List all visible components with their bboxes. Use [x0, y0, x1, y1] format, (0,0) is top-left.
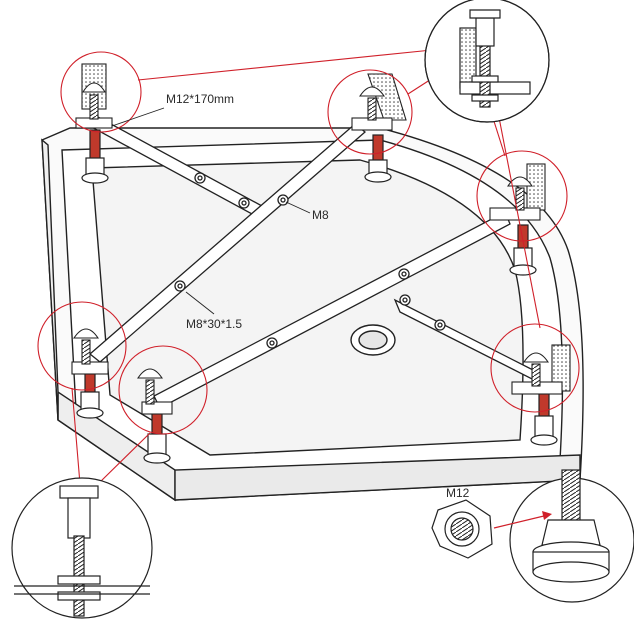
label-m8: M8: [312, 208, 329, 222]
bracket-front-right: [511, 344, 571, 395]
nut-arrow: [493, 511, 552, 529]
bracket-back-center: [351, 73, 407, 131]
brackets: [71, 63, 571, 415]
callout-circle-front-center: [118, 345, 208, 435]
bracket-front-left: [71, 328, 109, 375]
labels: M12*170mm M8 M8*30*1.5 M12: [111, 92, 470, 500]
label-m12-170mm: M12*170mm: [166, 92, 234, 106]
shower-tray: [41, 127, 584, 502]
label-m12-nut: M12: [446, 486, 470, 500]
label-m8-30-1-5: M8*30*1.5: [186, 317, 242, 331]
callout-circle-back-center: [327, 69, 413, 155]
detail-foot-bottom: [509, 469, 634, 603]
callout-circle-front-right: [490, 323, 580, 413]
callout-circle-back-left: [60, 51, 142, 133]
detail-bolt-bottom: [11, 477, 153, 619]
m12-nut: [431, 499, 493, 559]
callout-circle-right: [476, 150, 568, 242]
bar-bolts: [174, 172, 446, 349]
callout-circle-front-left: [37, 301, 127, 391]
support-frame: [86, 116, 542, 409]
leg-front-center: [143, 409, 171, 464]
bracket-right: [489, 163, 546, 221]
bracket-front-center: [136, 368, 173, 415]
detail-bracket-top: [424, 0, 550, 123]
leg-back-center: [364, 134, 392, 183]
bracket-back-left: [75, 63, 113, 129]
leg-back-left: [81, 129, 109, 184]
